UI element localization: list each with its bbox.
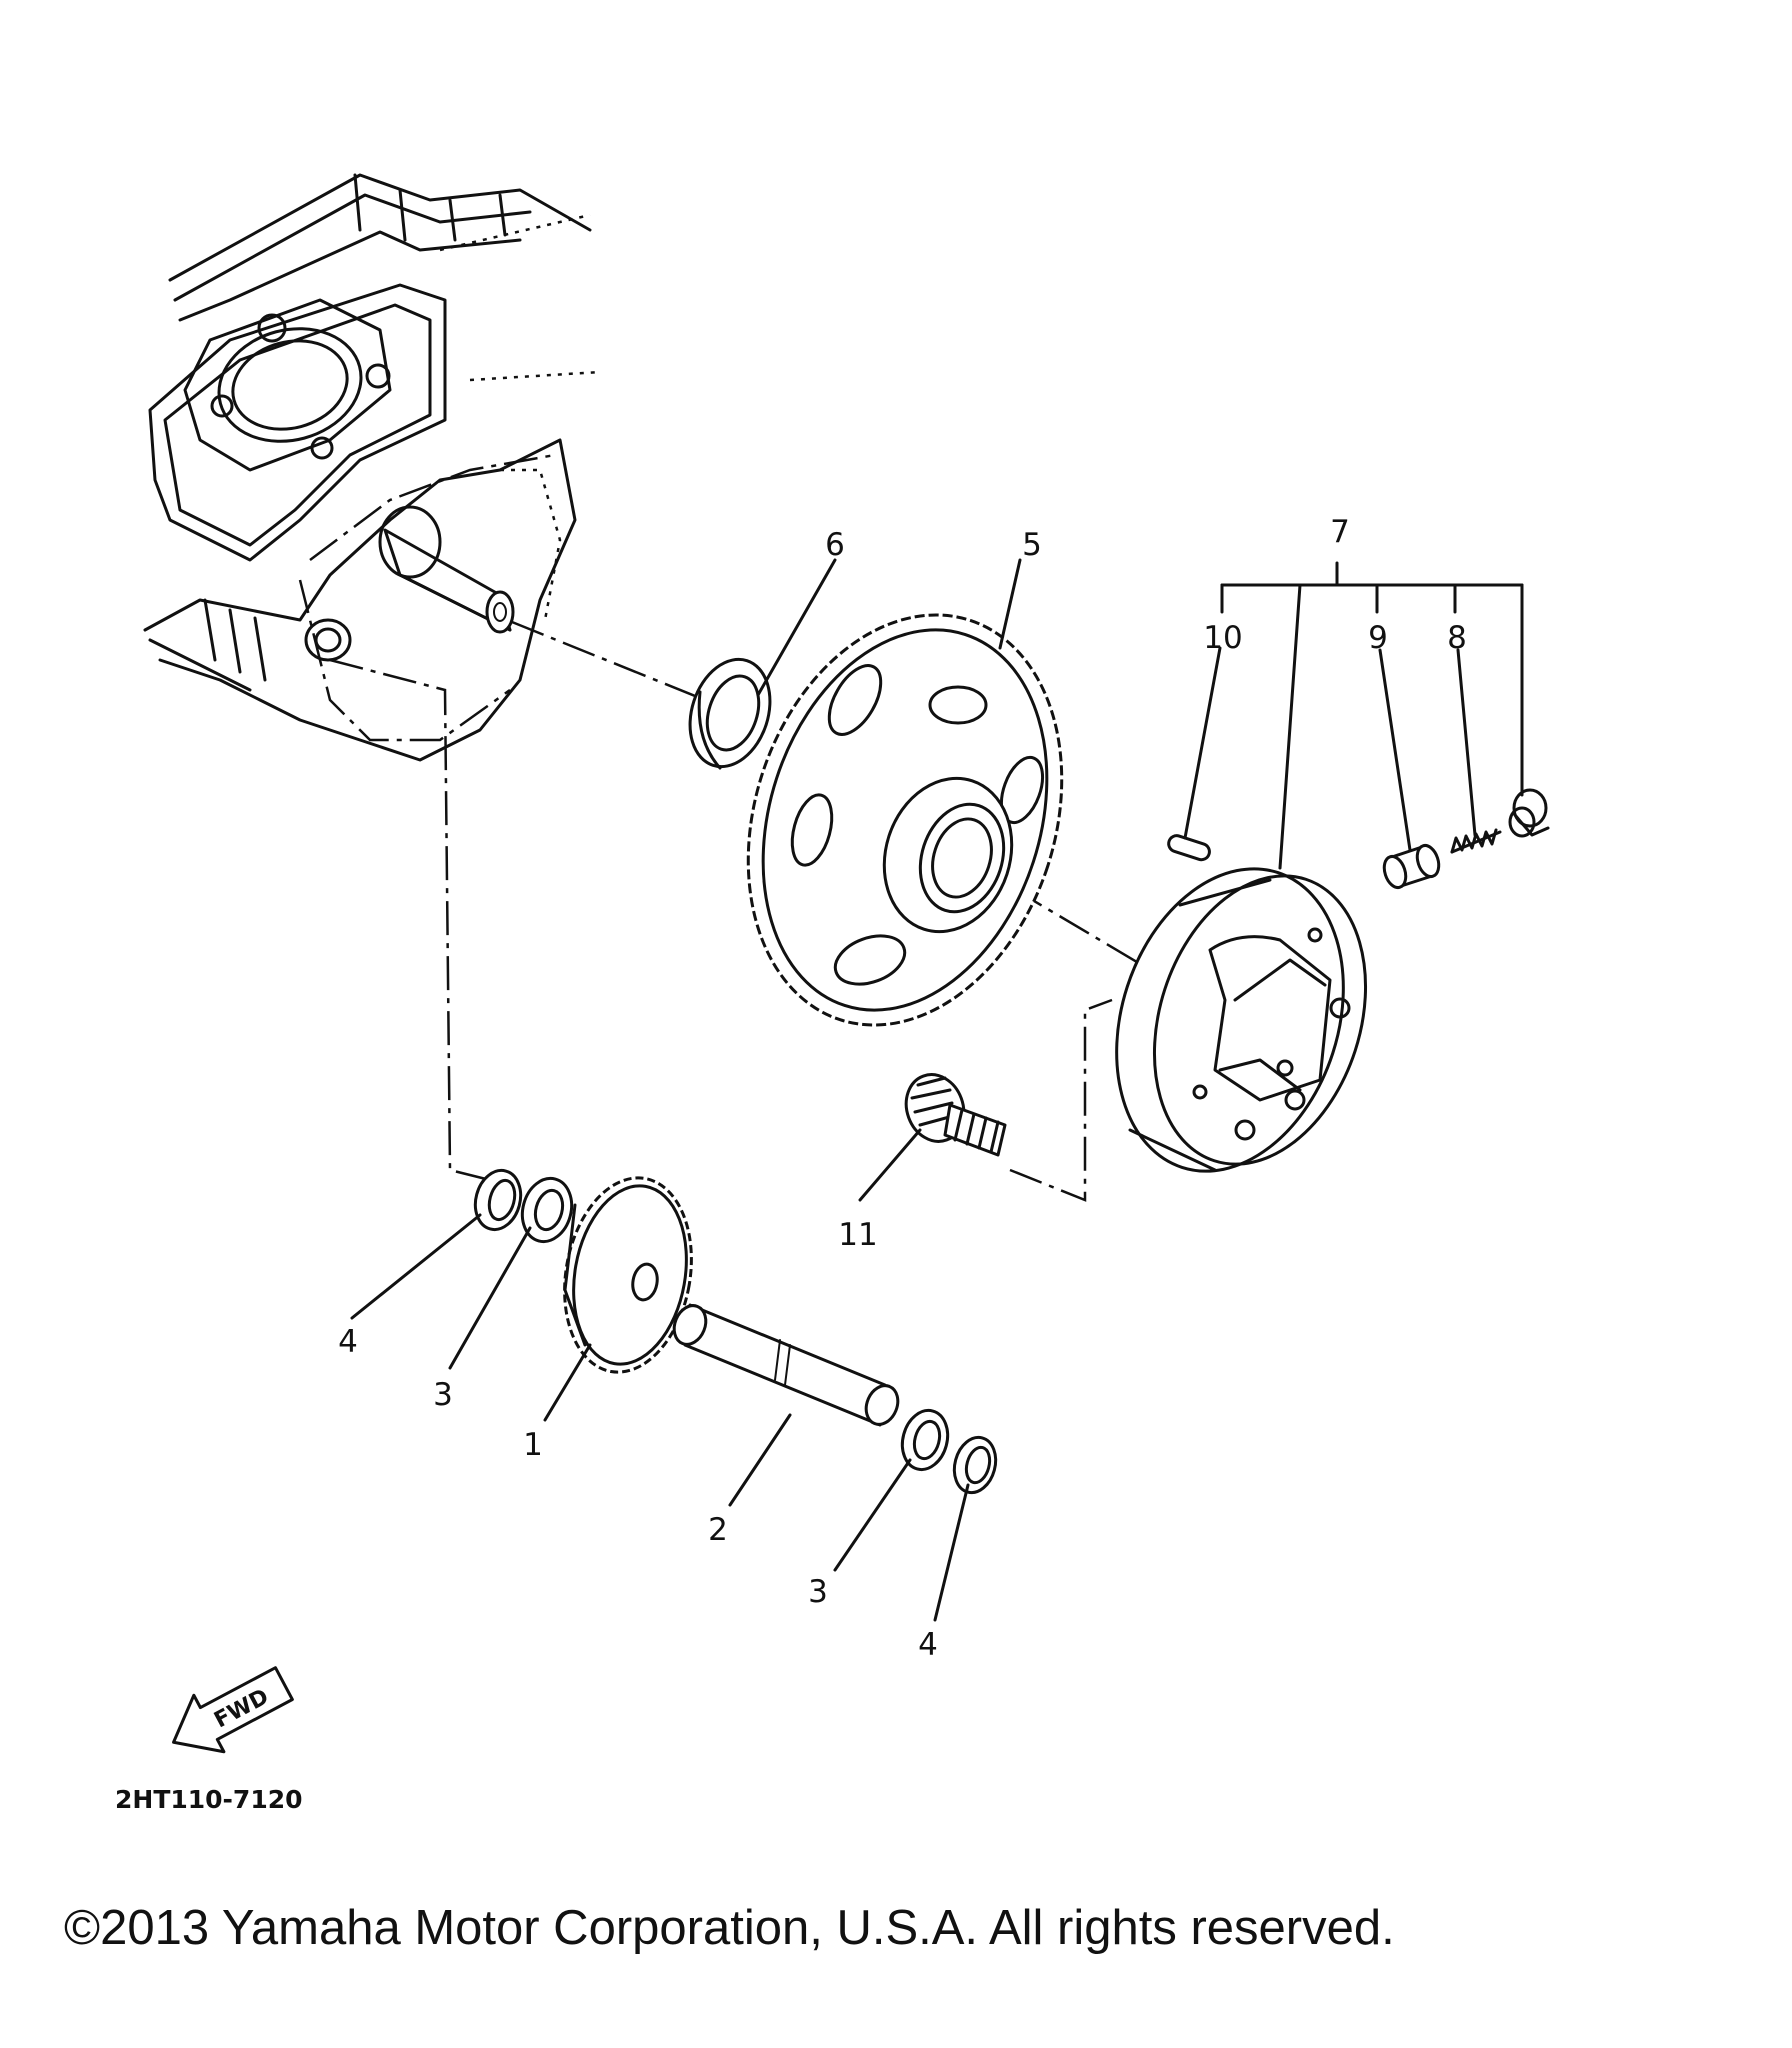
- part-1-kick-gear: [563, 1176, 693, 1374]
- callout-3-left: 3: [433, 1377, 453, 1413]
- part-11-bolt: [904, 1073, 1007, 1157]
- callout-4-left: 4: [338, 1324, 358, 1360]
- callout-7: 7: [1330, 514, 1350, 550]
- copyright-notice: ©2013 Yamaha Motor Corporation, U.S.A. A…: [64, 1901, 1395, 1955]
- callout-6: 6: [825, 527, 845, 563]
- callout-3-right: 3: [808, 1574, 828, 1610]
- callout-4-right: 4: [918, 1627, 938, 1663]
- callout-1: 1: [523, 1427, 543, 1463]
- leader-lines: [350, 558, 1524, 1622]
- callout-2: 2: [708, 1512, 728, 1548]
- part-3-washer-right: [900, 1408, 950, 1472]
- part-10-pin: [1167, 834, 1211, 862]
- diagram-part-code: 2HT110-7120: [115, 1785, 303, 1814]
- callout-labels: 1 2 3 3 4 4 5 6 7 8 9 10 11: [338, 514, 1467, 1663]
- callout-9: 9: [1368, 620, 1388, 656]
- callout-10: 10: [1203, 620, 1242, 656]
- callout-5: 5: [1022, 527, 1042, 563]
- part-5-idler-gear: [746, 613, 1064, 1027]
- callout-8: 8: [1447, 620, 1467, 656]
- engine-crankcase: [143, 173, 601, 762]
- part-8-spring: [1450, 828, 1502, 854]
- part-3-washer-left: [520, 1176, 574, 1244]
- spring-cap: [1508, 788, 1550, 838]
- centerlines: [329, 620, 1143, 1202]
- part-6-washer: [688, 657, 772, 770]
- part-2-shaft: [672, 1303, 900, 1427]
- part-4-circlip-left: [473, 1168, 523, 1232]
- callout-11: 11: [838, 1217, 877, 1253]
- forward-arrow-icon: FWD: [172, 1666, 294, 1754]
- part-9-roller: [1382, 843, 1441, 890]
- part-4-circlip-right: [952, 1435, 998, 1495]
- part-7-clutch-hub: [1115, 867, 1368, 1173]
